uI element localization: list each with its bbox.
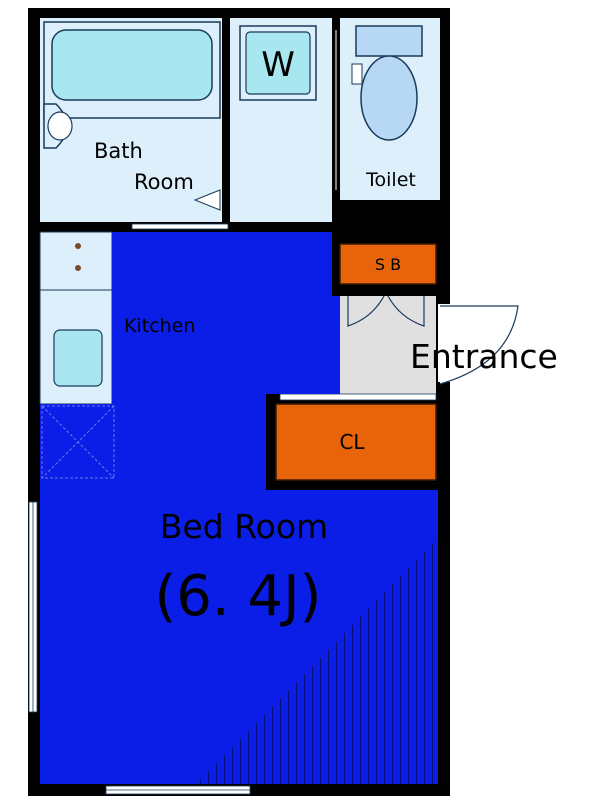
stove-burner <box>75 243 81 249</box>
washer-label: W <box>261 45 295 85</box>
toilet-paper-holder <box>351 63 363 85</box>
shoe-box <box>339 243 437 285</box>
bedroom-size-label: (6. 4J) <box>154 564 321 629</box>
closet <box>275 403 437 481</box>
stove-burner <box>75 265 81 271</box>
front-door-swing <box>439 305 519 385</box>
entrance-step <box>279 393 437 401</box>
bathtub-basin <box>51 29 213 101</box>
toilet-bowl <box>360 55 418 141</box>
closet-label: CL <box>339 430 365 454</box>
kitchen-label: Kitchen <box>124 315 195 337</box>
bath-sliding-door <box>131 223 229 230</box>
bath-room-label-line2: Room <box>134 170 194 194</box>
shoe-box-label: S B <box>375 255 401 274</box>
toilet-label: Toilet <box>365 169 416 191</box>
bath-sink-basin <box>47 111 73 141</box>
kitchen-sink <box>53 329 103 387</box>
bath-washer-wall <box>222 18 230 222</box>
bath-door-swing <box>193 189 221 211</box>
entrance-label: Entrance <box>410 337 558 376</box>
toilet-tank <box>355 25 423 57</box>
bedroom-label: Bed Room <box>160 507 328 546</box>
washer-basin <box>245 31 311 95</box>
hall-double-door <box>347 295 425 327</box>
bath-room-label-line1: Bath <box>94 139 143 163</box>
inner-hall-floor <box>340 296 436 394</box>
